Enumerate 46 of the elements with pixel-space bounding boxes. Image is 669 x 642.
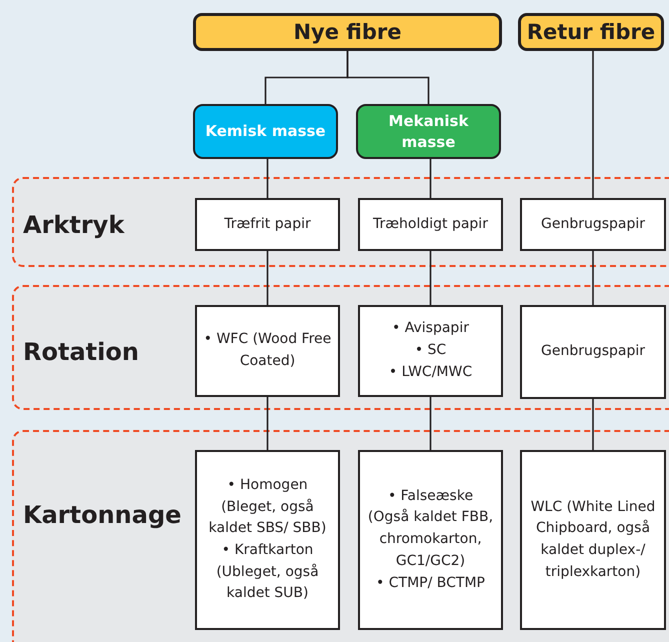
category-band bbox=[12, 285, 669, 410]
band-label: Kartonnage bbox=[23, 501, 182, 529]
process-box bbox=[358, 450, 503, 630]
box-text: • Kraftkarton (Ubleget, også kaldet SUB) bbox=[215, 541, 320, 604]
connector-line bbox=[346, 51, 430, 104]
box-text: • Falseæske (Også kaldet FBB, chromokarton, GC1/GC2) bbox=[366, 486, 494, 571]
pulp-box bbox=[193, 104, 338, 159]
process-box bbox=[195, 450, 340, 630]
box-text: • LWC/MWC bbox=[388, 362, 472, 382]
connector-line bbox=[592, 251, 594, 305]
connector-line bbox=[266, 251, 268, 305]
box-text: • WFC (Wood Free Coated) bbox=[203, 330, 332, 371]
connector-line bbox=[592, 399, 594, 450]
process-box bbox=[520, 198, 666, 251]
box-text: • SC bbox=[414, 341, 446, 360]
box-text: • Homogen (Bleget, også kaldet SBS/ SBB) bbox=[208, 476, 328, 538]
process-box bbox=[520, 450, 666, 630]
source-box bbox=[193, 13, 502, 51]
process-box bbox=[358, 198, 503, 251]
pulp-box bbox=[356, 104, 501, 159]
process-box bbox=[520, 305, 666, 399]
box-text: Genbrugspapir bbox=[540, 342, 646, 362]
connector-line bbox=[592, 51, 594, 198]
band-label: Rotation bbox=[23, 338, 139, 366]
process-box bbox=[195, 305, 340, 397]
box-text: Retur fibre bbox=[526, 20, 656, 44]
connector-line bbox=[430, 251, 432, 305]
box-text: • CTMP/ BCTMP bbox=[376, 574, 485, 593]
process-box bbox=[195, 198, 340, 251]
box-text: Træholdigt papir bbox=[373, 214, 488, 234]
box-text: Mekanisk masse bbox=[388, 111, 470, 152]
connector-line bbox=[266, 397, 268, 450]
connector-line bbox=[266, 159, 268, 198]
category-band bbox=[12, 430, 669, 642]
box-text: Træfrit papir bbox=[224, 214, 311, 234]
band-label: Arktryk bbox=[23, 211, 124, 239]
source-box bbox=[518, 13, 664, 51]
box-text: WLC (White Lined Chipboard, også kaldet duplex-/ triplexkarton) bbox=[530, 498, 656, 582]
process-box bbox=[358, 305, 503, 397]
category-band bbox=[12, 177, 669, 267]
box-text: • Avispapir bbox=[392, 319, 469, 338]
connector-line bbox=[430, 159, 432, 198]
box-text: Kemisk masse bbox=[205, 121, 326, 142]
connector-line bbox=[430, 397, 432, 450]
box-text: Genbrugspapir bbox=[540, 214, 646, 234]
box-text: Nye fibre bbox=[293, 20, 402, 44]
